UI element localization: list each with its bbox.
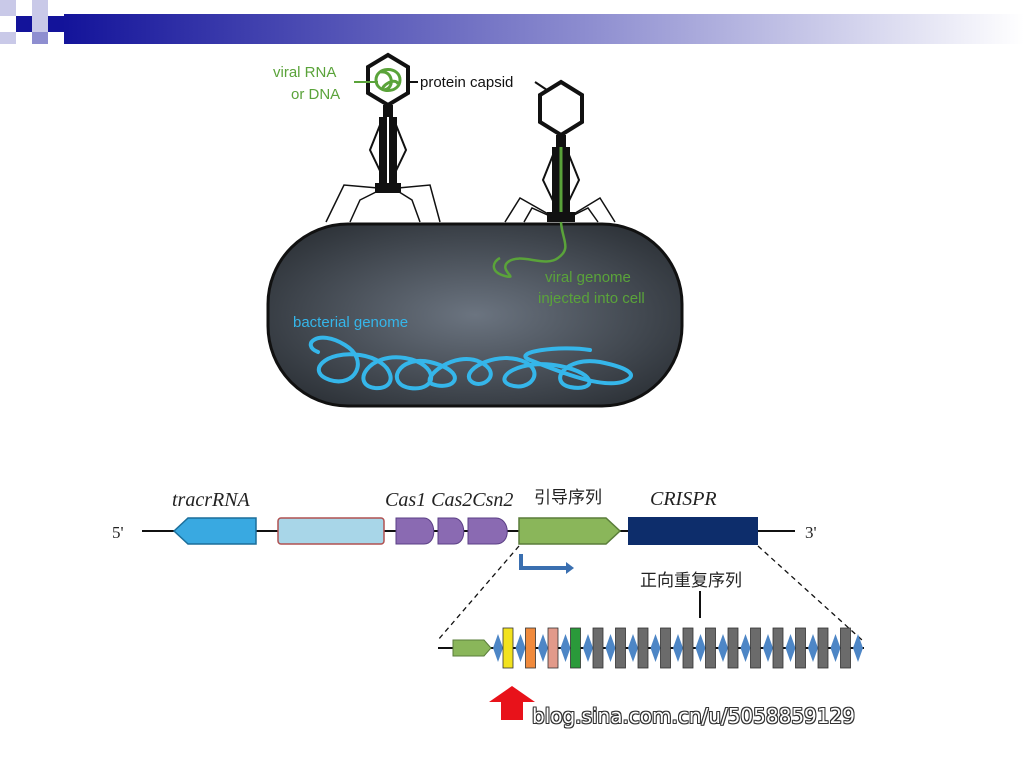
spacer xyxy=(660,627,671,669)
viral-genome-label-line2: injected into cell xyxy=(538,290,645,307)
banner-gradient-bar xyxy=(62,14,1024,44)
direct-repeat xyxy=(785,634,796,662)
bacterial-genome-strand xyxy=(309,335,633,391)
direct-repeat xyxy=(695,634,706,662)
direct-repeat xyxy=(515,634,526,662)
bacterial-genome-label: bacterial genome xyxy=(293,314,408,331)
direct-repeat xyxy=(740,634,751,662)
five-prime-label: 5' xyxy=(112,523,124,542)
direct-repeat xyxy=(830,634,841,662)
leader-label: 引导序列 xyxy=(534,488,602,508)
direct-repeat xyxy=(538,634,548,662)
tracrrna-gene xyxy=(172,517,257,545)
spacer xyxy=(727,627,739,669)
spacer xyxy=(817,627,829,669)
slide-header-banner xyxy=(0,0,1024,44)
banner-checker-squares xyxy=(0,0,64,44)
csn2-gene xyxy=(467,517,508,545)
new-spacer-arrow xyxy=(489,686,535,720)
direct-repeat xyxy=(493,634,503,662)
spacer xyxy=(570,627,581,669)
spacer xyxy=(682,627,694,669)
direct-repeat xyxy=(560,634,571,662)
zoom-line-right xyxy=(757,545,863,641)
viral-nucleic-acid-label-line2: or DNA xyxy=(291,86,340,103)
spacer xyxy=(547,627,559,669)
direct-repeat xyxy=(628,634,638,662)
spacer xyxy=(840,627,851,669)
spacer xyxy=(525,627,536,669)
direct-repeat xyxy=(583,634,593,662)
spacer xyxy=(637,627,649,669)
cas2-gene xyxy=(437,517,465,545)
zoom-line-left xyxy=(437,545,520,641)
expanded-leader xyxy=(452,639,492,657)
promoter-arrow xyxy=(519,554,566,570)
crispr-label: CRISPR xyxy=(650,488,717,510)
capsid-left xyxy=(366,52,410,108)
direct-repeat-label: 正向重复序列 xyxy=(640,571,742,591)
capsid-right-empty xyxy=(538,79,584,138)
phage-left xyxy=(325,52,441,223)
tracrrna-label: tracrRNA xyxy=(172,489,251,511)
direct-repeat xyxy=(763,634,773,662)
spacer xyxy=(615,627,626,669)
direct-repeat xyxy=(605,634,616,662)
crispr-array xyxy=(628,517,758,545)
direct-repeat xyxy=(673,634,683,662)
direct-repeat xyxy=(853,634,863,662)
capsid-leader-line-right xyxy=(534,81,548,91)
watermark: blog.sina.com.cn/u/5058859129 xyxy=(532,704,855,728)
protein-capsid-label: protein capsid xyxy=(420,74,513,91)
spacer xyxy=(795,627,806,669)
viral-nucleic-acid-label-line1: viral RNA xyxy=(273,64,336,81)
cas9-gene xyxy=(277,517,385,545)
viral-nucleic-acid-coil xyxy=(374,68,402,92)
cas-genes-label: Cas1 Cas2Csn2 xyxy=(385,489,513,511)
phage-infection-diagram: bacterial genome viral RNA or DNA xyxy=(266,52,684,408)
cas1-gene xyxy=(395,517,435,545)
spacer xyxy=(705,627,716,669)
direct-repeat xyxy=(808,634,818,662)
direct-repeat xyxy=(718,634,728,662)
repeat-spacer-array xyxy=(493,627,863,669)
three-prime-label: 3' xyxy=(805,523,817,542)
spacer xyxy=(772,627,784,669)
crispr-locus-diagram: 5' 3' tracrRNA Cas1 Cas2Csn2 引导序列 CRISPR xyxy=(112,488,864,720)
viral-genome-label-line1: viral genome xyxy=(545,269,631,286)
direct-repeat xyxy=(650,634,661,662)
newest-spacer xyxy=(502,627,514,669)
promoter-arrow-head xyxy=(566,562,574,574)
spacer xyxy=(592,627,604,669)
phage-right xyxy=(492,79,616,279)
injected-viral-genome xyxy=(492,221,567,279)
spacer xyxy=(750,627,761,669)
leader-sequence xyxy=(518,517,622,545)
